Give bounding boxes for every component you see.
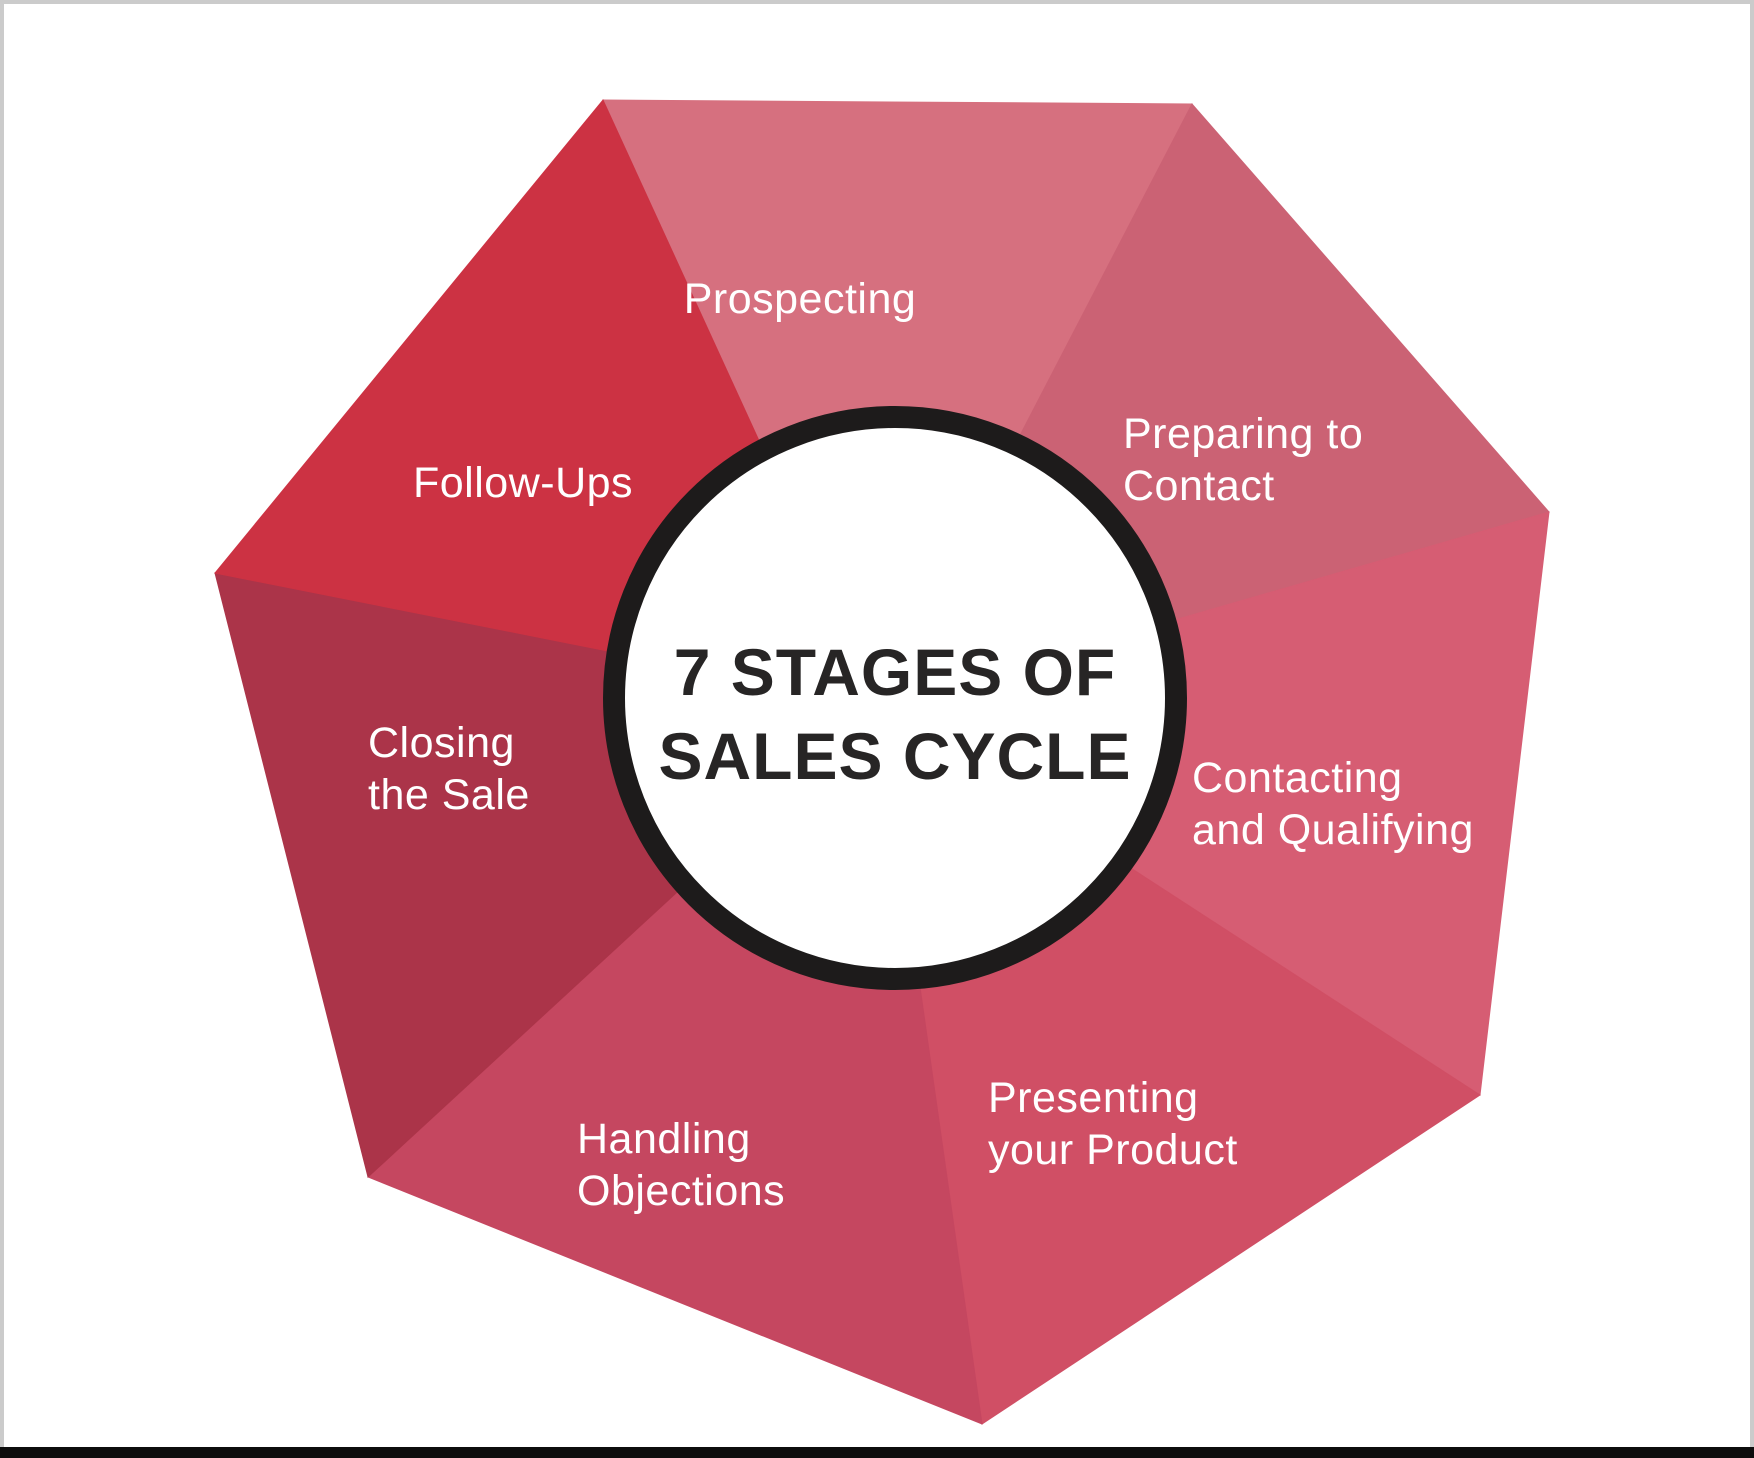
frame-border-left	[0, 0, 4, 1458]
stage-label-contacting-qualifying: Contacting and Qualifying	[1192, 754, 1474, 854]
frame-bottom-bar	[0, 1447, 1754, 1458]
stage-label-presenting-product: Presenting your Product	[988, 1074, 1238, 1174]
frame-border-right	[1750, 0, 1754, 1458]
stage-label-prospecting: Prospecting	[683, 275, 917, 323]
stage-label-preparing-to-contact: Preparing to Contact	[1123, 410, 1364, 510]
frame-border-top	[0, 0, 1754, 4]
center-circle	[603, 406, 1187, 990]
stage-label-closing-the-sale: Closing the Sale	[368, 719, 530, 819]
stage-label-follow-ups: Follow-Ups	[413, 459, 634, 507]
diagram-title: 7 STAGES OF SALES CYCLE	[658, 635, 1132, 793]
stage-label-handling-objections: Handling Objections	[577, 1115, 786, 1215]
